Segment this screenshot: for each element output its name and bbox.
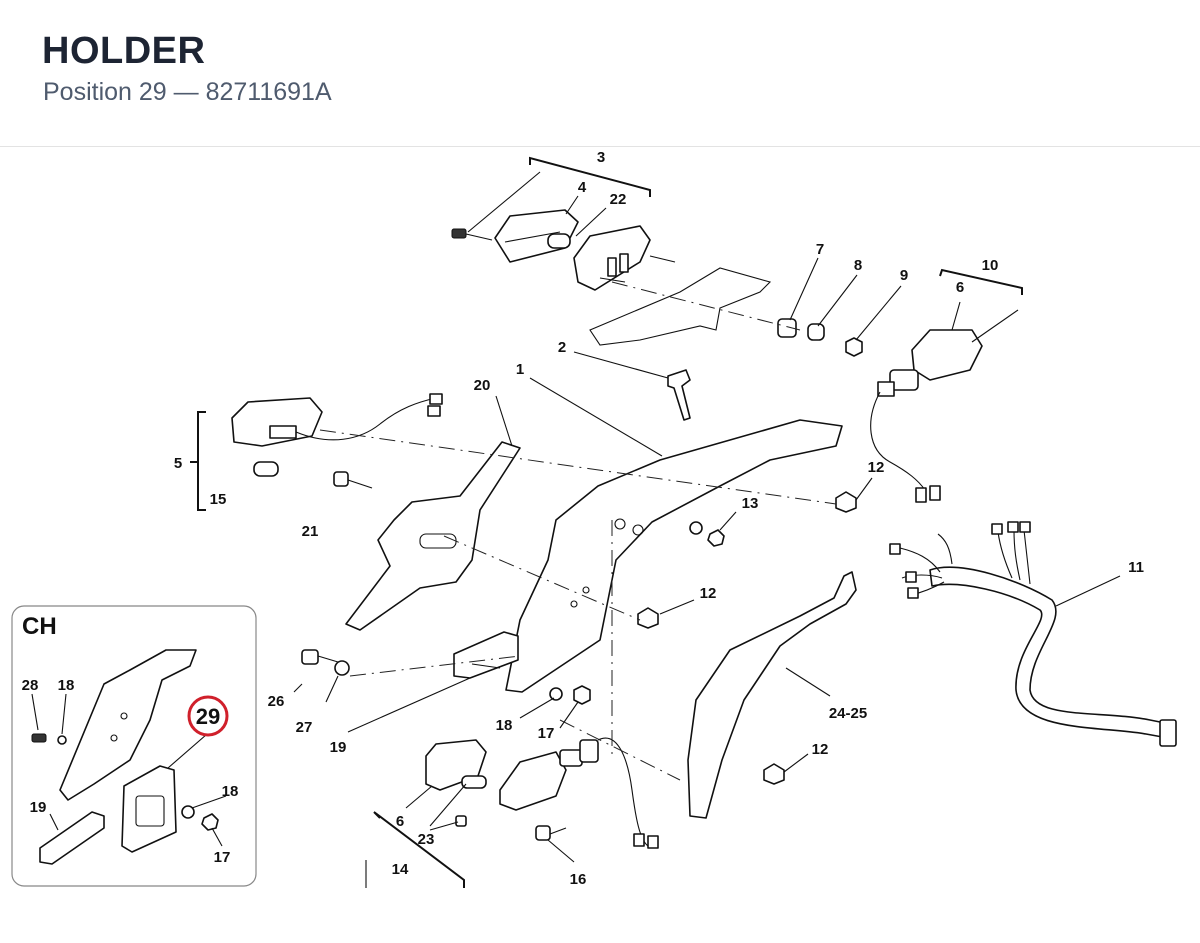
wiring-harness [889, 521, 1177, 747]
callout-27[interactable]: 27 [296, 719, 313, 736]
callout-3[interactable]: 3 [597, 149, 605, 166]
callout-22[interactable]: 22 [610, 191, 627, 208]
callout-2[interactable]: 2 [558, 339, 566, 356]
callout-13[interactable]: 13 [742, 495, 759, 512]
turn-signal-assembly-left [365, 737, 659, 888]
callout-12[interactable]: 12 [700, 585, 717, 602]
callout-19[interactable]: 19 [330, 739, 347, 756]
callout-12[interactable]: 12 [868, 459, 885, 476]
callout-28[interactable]: 28 [22, 677, 39, 694]
tail-light-assembly [451, 156, 902, 421]
callout-19[interactable]: 19 [30, 799, 47, 816]
callout-23[interactable]: 23 [418, 831, 435, 848]
callout-15[interactable]: 15 [210, 491, 227, 508]
highlight-ring [187, 695, 229, 737]
callout-labels: 3 4 22 7 8 9 10 6 2 20 1 5 15 21 12 13 1… [174, 149, 1144, 888]
callout-6[interactable]: 6 [396, 813, 404, 830]
callout-17[interactable]: 17 [538, 725, 555, 742]
assembly-guide-lines [319, 281, 837, 781]
callout-7[interactable]: 7 [816, 241, 824, 258]
callout-18[interactable]: 18 [58, 677, 75, 694]
lower-fasteners [293, 631, 591, 733]
callout-18[interactable]: 18 [496, 717, 513, 734]
turn-signal-assembly-right [870, 268, 1023, 503]
callout-9[interactable]: 9 [900, 267, 908, 284]
callout-20[interactable]: 20 [474, 377, 491, 394]
inset-ch: CH 29 28 18 19 18 17 [11, 605, 257, 887]
callout-24-25[interactable]: 24-25 [829, 705, 867, 722]
callout-16[interactable]: 16 [570, 871, 587, 888]
inset-title: CH [22, 613, 57, 640]
callout-10[interactable]: 10 [982, 257, 999, 274]
page-header: HOLDER Position 29 — 82711691A [0, 0, 1200, 147]
callout-4[interactable]: 4 [578, 179, 587, 196]
part-subtitle: Position 29 — 82711691A [43, 78, 332, 106]
callout-26[interactable]: 26 [268, 693, 285, 710]
callout-5[interactable]: 5 [174, 455, 182, 472]
page-title: HOLDER [42, 30, 206, 72]
callout-17[interactable]: 17 [214, 849, 231, 866]
callout-12[interactable]: 12 [812, 741, 829, 758]
callout-6[interactable]: 6 [956, 279, 964, 296]
plate-holder-part [333, 395, 521, 631]
license-light-assembly [190, 393, 443, 511]
mudguard-part [687, 571, 857, 819]
callout-18[interactable]: 18 [222, 783, 239, 800]
highlight-callout-29[interactable]: 29 [196, 704, 220, 729]
callout-21[interactable]: 21 [302, 523, 319, 540]
tail-holder-main [505, 377, 873, 693]
callout-11[interactable]: 11 [1128, 559, 1144, 576]
callout-1[interactable]: 1 [516, 361, 524, 378]
callout-14[interactable]: 14 [392, 861, 409, 878]
callout-8[interactable]: 8 [854, 257, 862, 274]
